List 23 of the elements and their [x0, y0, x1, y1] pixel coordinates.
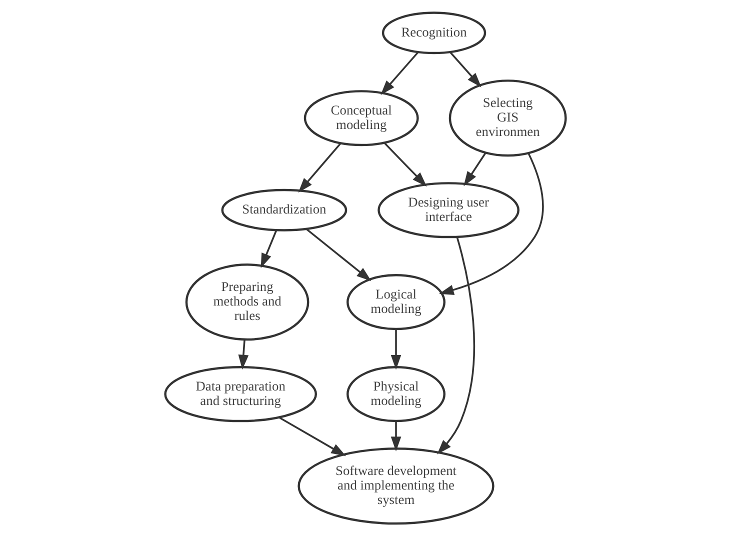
arrow — [437, 236, 475, 454]
node-ellipse: Preparing methods and rules — [185, 264, 310, 341]
arrow — [384, 142, 427, 187]
node-ellipse: Conceptual modeling — [304, 90, 419, 146]
node-ellipse: Data preparation and structuring — [164, 366, 318, 422]
arrow — [390, 329, 402, 370]
arrow — [464, 152, 486, 186]
node-ellipse: Selecting GIS environmen — [448, 80, 567, 157]
arrow — [449, 51, 482, 88]
arrow — [380, 52, 419, 95]
node-ellipse: Software development and implementing the system — [298, 448, 494, 525]
node-ellipse: Physical modeling — [346, 366, 446, 422]
arrow — [278, 416, 346, 456]
arrow — [298, 142, 342, 193]
node-ellipse: Logical modeling — [346, 274, 446, 330]
arrow — [390, 421, 402, 452]
node-ellipse: Designing user interface — [378, 182, 520, 238]
node-ellipse: Recognition — [382, 12, 486, 54]
arrow — [238, 340, 249, 370]
node-ellipse: Standardization — [221, 188, 348, 232]
arrow — [260, 230, 278, 268]
arrow — [306, 228, 372, 282]
arrow — [438, 152, 544, 295]
